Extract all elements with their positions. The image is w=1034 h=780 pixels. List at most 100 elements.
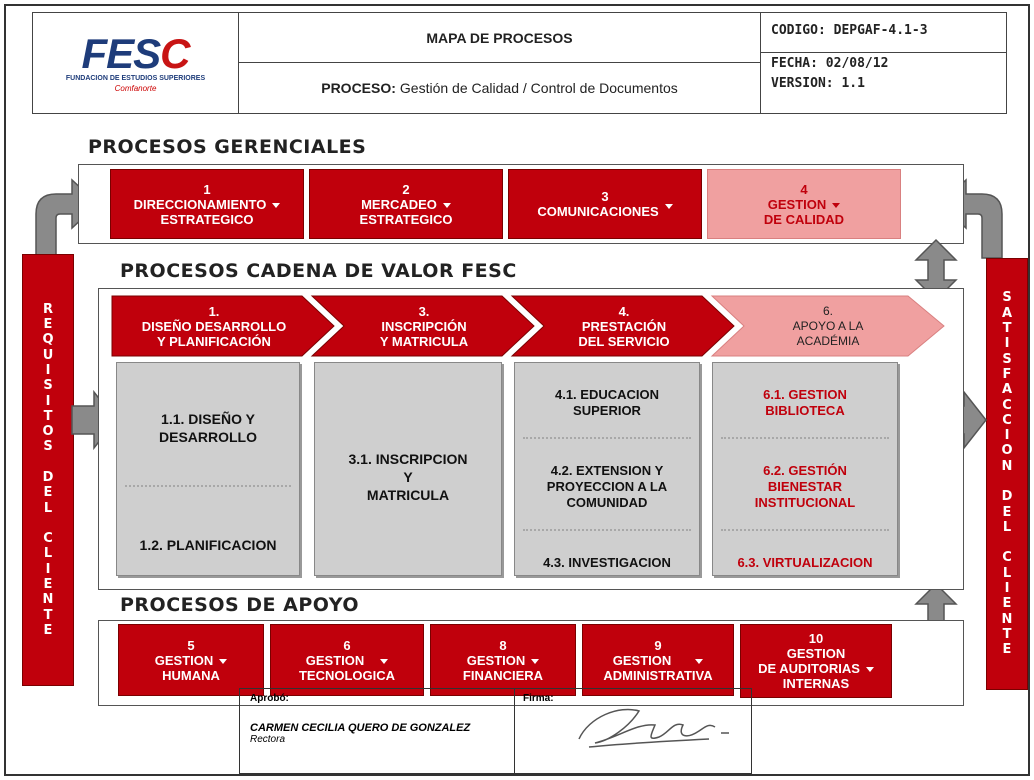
gerencial-num-4: 4 xyxy=(800,181,808,197)
right-bar-letter: A xyxy=(1001,305,1013,321)
stage-l2-4: DEL SERVICIO xyxy=(578,333,670,349)
apoyo-l1-5: GESTION xyxy=(154,652,214,668)
col4-item-b3: INSTITUCIONAL xyxy=(754,495,856,510)
dotted-divider xyxy=(523,529,691,531)
dotted-divider xyxy=(523,437,691,439)
apoyo-l3-10: INTERNAS xyxy=(782,676,850,691)
gerencial-item-4[interactable]: 4 GESTION DE CALIDAD xyxy=(707,169,901,239)
section-title-cadena: PROCESOS CADENA DE VALOR FESC xyxy=(120,260,517,282)
apoyo-num-8: 8 xyxy=(499,637,507,653)
right-bar-letter: L xyxy=(1002,519,1012,535)
left-bar-letter: Q xyxy=(42,332,54,348)
document-codes: CODIGO: DEPGAF-4.1-3 FECHA: 02/08/12 VER… xyxy=(761,13,1006,113)
logo-subtitle: FUNDACION DE ESTUDIOS SUPERIORES xyxy=(65,75,206,82)
apoyo-l1-9: GESTION xyxy=(612,652,672,668)
left-bar-letter: E xyxy=(43,577,53,593)
left-bar-letter: C xyxy=(43,531,53,547)
col4-item-a1: 6.1. GESTION xyxy=(763,387,847,402)
left-bar-letter: N xyxy=(42,592,54,608)
gerencial-item-2[interactable]: 2 MERCADEO ESTRATEGICO xyxy=(309,169,503,239)
stage-l2-3: Y MATRICULA xyxy=(379,333,469,349)
col1-item-a1: 1.1. DISEÑO Y xyxy=(161,411,255,427)
left-bar-letter: S xyxy=(43,378,53,394)
apoyo-l2-9: ADMINISTRATIVA xyxy=(603,667,713,683)
process-map-page: FESC FUNDACION DE ESTUDIOS SUPERIORES Co… xyxy=(4,4,1030,776)
right-bar-letter: N xyxy=(1001,458,1013,474)
right-bar-letter: E xyxy=(1002,504,1012,520)
process-column-4[interactable]: 4.1. EDUCACION SUPERIOR 4.2. EXTENSION Y… xyxy=(514,362,700,576)
left-bar-letter: O xyxy=(42,424,54,440)
codigo: CODIGO: DEPGAF-4.1-3 xyxy=(761,13,1006,53)
apoyo-l2-5: HUMANA xyxy=(162,667,220,683)
chevron-stage-6 xyxy=(710,295,945,357)
stage-l1-3: INSCRIPCIÓN xyxy=(381,318,467,334)
dotted-divider xyxy=(125,485,291,487)
gerencial-label-2b: ESTRATEGICO xyxy=(359,211,453,227)
process-column-3[interactable]: 3.1. INSCRIPCION Y MATRICULA xyxy=(314,362,502,576)
process-column-6[interactable]: 6.1. GESTION BIBLIOTECA 6.2. GESTIÓN BIE… xyxy=(712,362,898,576)
stage-num-1: 1. xyxy=(208,303,220,319)
process-label: PROCESO: xyxy=(321,80,396,96)
gerencial-item-1[interactable]: 1 DIRECCIONAMIENTO ESTRATEGICO xyxy=(110,169,304,239)
dropdown-caret-icon xyxy=(865,667,874,673)
apoyo-item-8[interactable]: 8 GESTION FINANCIERA xyxy=(430,624,576,696)
process-value: Gestión de Calidad / Control de Document… xyxy=(399,80,678,96)
apoyo-l2-10: DE AUDITORIAS xyxy=(758,661,860,676)
apoyo-item-6[interactable]: 6 GESTION TECNOLOGICA xyxy=(270,624,424,696)
apoyo-l1-6: GESTION xyxy=(305,652,365,668)
stage-l2-6: ACADÉMIA xyxy=(796,333,860,348)
logo-brand: Comfanorte xyxy=(114,84,157,93)
right-bar-letter xyxy=(1005,474,1010,489)
left-bar-letter: I xyxy=(45,561,51,577)
left-bar-letter: D xyxy=(42,470,54,485)
left-bar-letter xyxy=(46,455,51,470)
apoyo-l2-6: TECNOLOGICA xyxy=(298,667,396,683)
right-bar-letter: N xyxy=(1001,611,1013,627)
col4-item-b2: BIENESTAR xyxy=(767,479,843,494)
gerencial-num-3: 3 xyxy=(601,189,609,204)
col3-item-a1: 4.1. EDUCACION xyxy=(554,387,660,402)
process-column-1[interactable]: 1.1. DISEÑO Y DESARROLLO 1.2. PLANIFICAC… xyxy=(116,362,300,576)
approval-box: Aprobó: CARMEN CECILIA QUERO DE GONZALEZ… xyxy=(239,688,752,774)
right-bar-letter: C xyxy=(1002,397,1012,413)
right-bar-letter: I xyxy=(1004,581,1010,597)
right-bar-letter: E xyxy=(1002,596,1012,612)
right-bar-letter: A xyxy=(1001,382,1013,398)
right-bar-letter: S xyxy=(1002,290,1012,306)
left-bar-letter: T xyxy=(43,607,53,623)
right-bar-letter: O xyxy=(1001,443,1013,459)
col3-item-b1: 4.2. EXTENSION Y xyxy=(550,463,664,478)
stage-label-4: 4. PRESTACIÓN DEL SERVICIO xyxy=(538,298,710,354)
left-bar-letter: R xyxy=(42,301,53,317)
left-bar-letter: L xyxy=(43,500,53,516)
handwritten-signature-icon xyxy=(578,708,729,748)
left-bar-letter: E xyxy=(43,317,53,333)
stage-label-3: 3. INSCRIPCIÓN Y MATRICULA xyxy=(338,298,510,354)
section-title-gerenciales: PROCESOS GERENCIALES xyxy=(88,136,367,158)
left-bar-letter: E xyxy=(43,485,53,501)
apoyo-item-10[interactable]: 10 GESTION DE AUDITORIAS INTERNAS xyxy=(740,624,892,698)
right-bar-letter: C xyxy=(1002,550,1012,566)
col1-item-b: 1.2. PLANIFICACION xyxy=(139,537,277,553)
col4-item-a2: BIBLIOTECA xyxy=(765,403,845,418)
aprobo-label: Aprobó: xyxy=(250,693,289,704)
chevron-stage-4 xyxy=(510,295,735,357)
left-bar-letter: E xyxy=(43,622,53,638)
right-bar-letter: I xyxy=(1004,336,1010,352)
apoyo-item-5[interactable]: 5 GESTION HUMANA xyxy=(118,624,264,696)
apoyo-l2-8: FINANCIERA xyxy=(462,667,544,683)
col3-item-b3: COMUNIDAD xyxy=(566,495,648,510)
stage-l1-1: DISEÑO DESARROLLO xyxy=(141,318,287,334)
gerencial-label-3a: COMUNICACIONES xyxy=(537,204,659,219)
document-title: MAPA DE PROCESOS xyxy=(239,13,760,63)
apoyo-num-10: 10 xyxy=(808,631,824,646)
gerencial-label-1b: ESTRATEGICO xyxy=(160,211,254,227)
left-bar-letter: U xyxy=(42,347,54,363)
col4-item-c: 6.3. VIRTUALIZACION xyxy=(737,555,873,570)
apoyo-item-9[interactable]: 9 GESTION ADMINISTRATIVA xyxy=(582,624,734,696)
right-bar-letter: E xyxy=(1002,642,1012,658)
right-bar-letter: S xyxy=(1002,351,1012,367)
gerencial-item-3[interactable]: 3 COMUNICACIONES xyxy=(508,169,702,239)
